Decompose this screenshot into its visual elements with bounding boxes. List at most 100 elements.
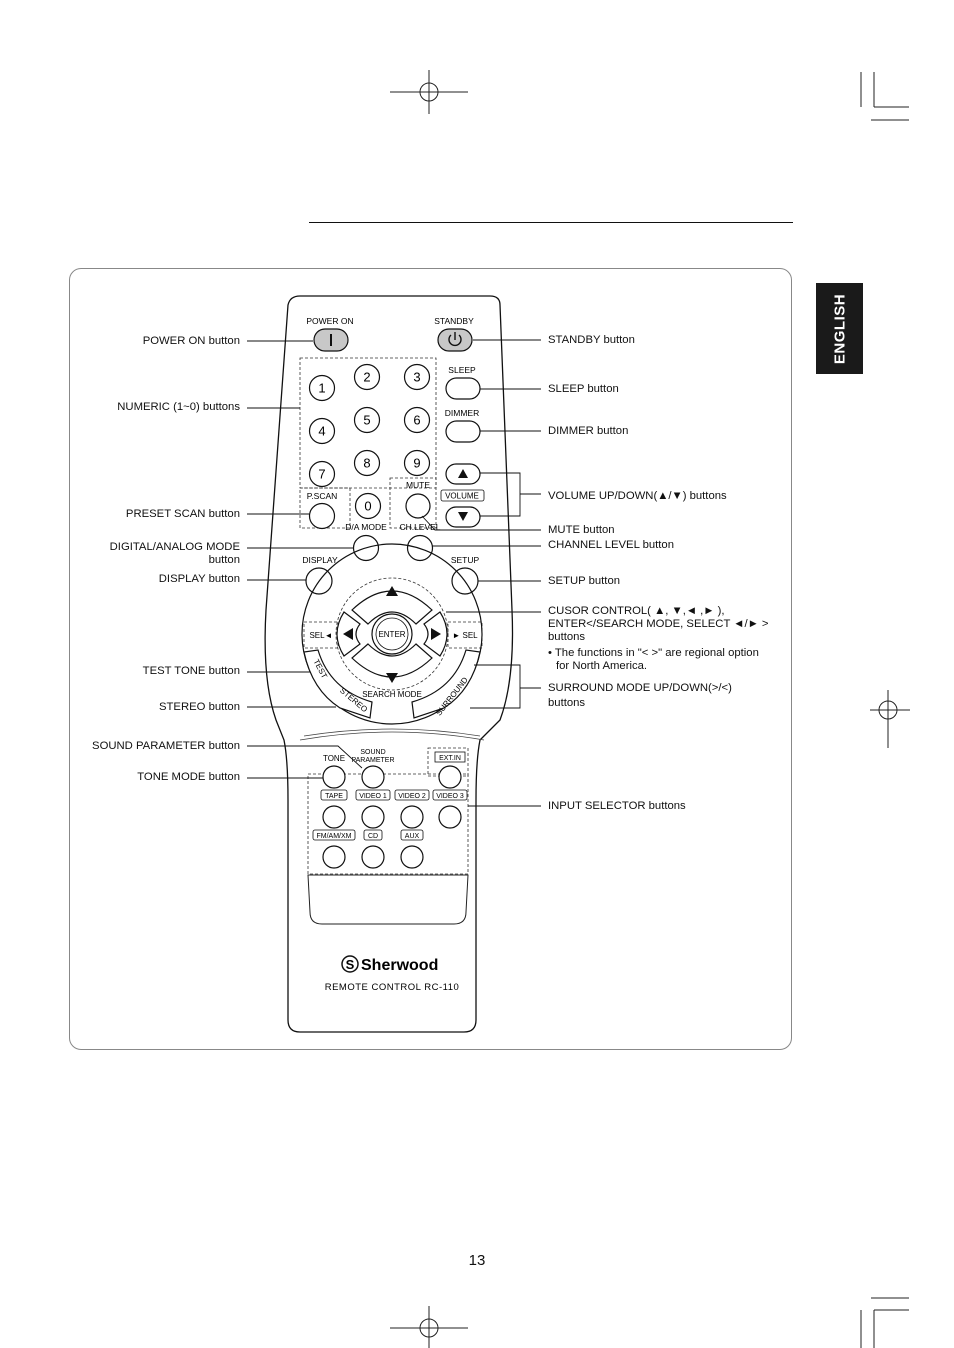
callout-dimmer: DIMMER button <box>548 425 629 437</box>
callout-cursor-note-1: • The functions in "< >" are regional op… <box>548 647 759 659</box>
callout-channel-level: CHANNEL LEVEL button <box>548 539 675 551</box>
numeric-key-label: 0 <box>364 499 371 514</box>
numeric-key-4[interactable] <box>308 417 336 445</box>
input-button-tape[interactable] <box>322 805 346 829</box>
input-button-cd[interactable] <box>361 845 385 869</box>
test-stereo-button[interactable] <box>303 649 373 719</box>
standby-label: STANDBY <box>434 316 474 326</box>
numeric-key-2[interactable] <box>353 363 381 391</box>
numeric-key-label: 1 <box>318 381 325 396</box>
callout-surround-1: SURROUND MODE UP/DOWN(>/<) <box>548 682 732 694</box>
cursor-up-button[interactable] <box>351 590 433 625</box>
crop-marks <box>390 70 910 1348</box>
callout-preset-scan: PRESET SCAN button <box>125 508 240 520</box>
numeric-key-3[interactable] <box>403 363 431 391</box>
cursor-pad <box>336 590 448 678</box>
model-label: REMOTE CONTROL RC-110 <box>325 982 460 993</box>
input-label-aux: AUX <box>405 833 420 840</box>
cursor-down-icon <box>386 673 398 683</box>
numeric-key-6[interactable] <box>403 406 431 434</box>
callout-tone-mode: TONE MODE button <box>137 771 240 783</box>
input-button-fm_am_xm[interactable] <box>322 845 346 869</box>
callout-cursor-3: buttons <box>548 631 586 643</box>
leader-lines <box>247 339 541 807</box>
surround-button[interactable] <box>411 649 481 719</box>
svg-text:S: S <box>346 957 355 972</box>
sherwood-logo: S Sherwood <box>341 955 438 974</box>
callout-input-selector: INPUT SELECTOR buttons <box>548 800 686 812</box>
input-label-video2: VIDEO 2 <box>398 793 426 800</box>
dimmer-label: DIMMER <box>445 408 479 418</box>
tone-label: TONE <box>323 754 345 763</box>
callout-numeric: NUMERIC (1~0) buttons <box>117 401 240 413</box>
ext-in-label: EXT.IN <box>439 755 461 762</box>
cursor-left-icon <box>343 628 353 640</box>
dimmer-button[interactable] <box>445 420 481 443</box>
volume-down-icon <box>458 512 468 521</box>
preset-scan-button[interactable] <box>308 502 336 530</box>
language-tab: ENGLISH <box>816 283 863 374</box>
input-button-aux[interactable] <box>400 845 424 869</box>
volume-label: VOLUME <box>445 492 479 501</box>
input-button-video3[interactable] <box>438 805 462 829</box>
input-group-box <box>307 773 469 875</box>
input-button-video2[interactable] <box>400 805 424 829</box>
cursor-down-button[interactable] <box>351 643 433 678</box>
numeric-key-label: 4 <box>318 424 325 439</box>
sound-parameter-label-1: SOUND <box>360 749 385 756</box>
callout-test-tone: TEST TONE button <box>142 665 240 677</box>
numeric-key-1[interactable] <box>308 374 336 402</box>
cursor-up-icon <box>386 586 398 596</box>
callout-digital-analog-1: DIGITAL/ANALOG MODE <box>109 541 240 553</box>
numeric-key-7[interactable] <box>308 460 336 488</box>
remote-body <box>264 295 514 1033</box>
callout-cursor-note-2: for North America. <box>556 660 648 672</box>
sound-parameter-label-2: PARAMETER <box>351 757 394 764</box>
numeric-key-label: 5 <box>363 413 370 428</box>
brand-name: Sherwood <box>361 957 438 974</box>
callout-sleep: SLEEP button <box>548 383 619 395</box>
da-mode-label: D/A MODE <box>345 522 387 532</box>
callout-setup: SETUP button <box>548 575 621 587</box>
sound-parameter-button[interactable] <box>361 765 385 789</box>
standby-icon <box>448 332 462 347</box>
numeric-key-0[interactable] <box>354 492 382 520</box>
callout-power-on: POWER ON button <box>142 335 240 347</box>
pscan-label: P.SCAN <box>307 491 338 501</box>
ch-level-label: CH.LEVEL <box>399 522 440 532</box>
callout-surround-2: buttons <box>548 697 586 709</box>
display-label: DISPLAY <box>302 555 338 565</box>
sel-right-label: ► SEL <box>452 631 478 640</box>
ext-in-button[interactable] <box>438 765 462 789</box>
numeric-key-label: 2 <box>363 370 370 385</box>
callout-display: DISPLAY button <box>158 573 240 585</box>
numeric-key-9[interactable] <box>403 449 431 477</box>
numeric-group-box <box>299 357 437 489</box>
cursor-right-icon <box>431 628 441 640</box>
input-button-video1[interactable] <box>361 805 385 829</box>
enter-button[interactable] <box>371 613 413 655</box>
callout-mute: MUTE button <box>548 524 615 536</box>
sleep-button[interactable] <box>445 377 481 400</box>
numeric-key-label: 6 <box>413 413 420 428</box>
header-rule <box>309 222 793 223</box>
input-label-video3: VIDEO 3 <box>436 793 464 800</box>
tone-button[interactable] <box>322 765 346 789</box>
numeric-key-label: 9 <box>413 456 420 471</box>
mute-button[interactable] <box>405 493 431 519</box>
numeric-key-8[interactable] <box>353 449 381 477</box>
input-label-fm_am_xm: FM/AM/XM <box>317 833 352 840</box>
callout-volume: VOLUME UP/DOWN(▲/▼) buttons <box>548 490 727 502</box>
search-mode-label: SEARCH MODE <box>362 690 422 699</box>
diagram-panel <box>69 268 792 1050</box>
input-label-video1: VIDEO 1 <box>359 793 387 800</box>
numeric-key-5[interactable] <box>353 406 381 434</box>
callout-digital-analog-2: button <box>208 554 240 566</box>
page-number: 13 <box>468 1252 486 1269</box>
callout-stereo: STEREO button <box>159 701 240 713</box>
ir-window <box>307 874 469 925</box>
numeric-key-label: 8 <box>363 456 370 471</box>
